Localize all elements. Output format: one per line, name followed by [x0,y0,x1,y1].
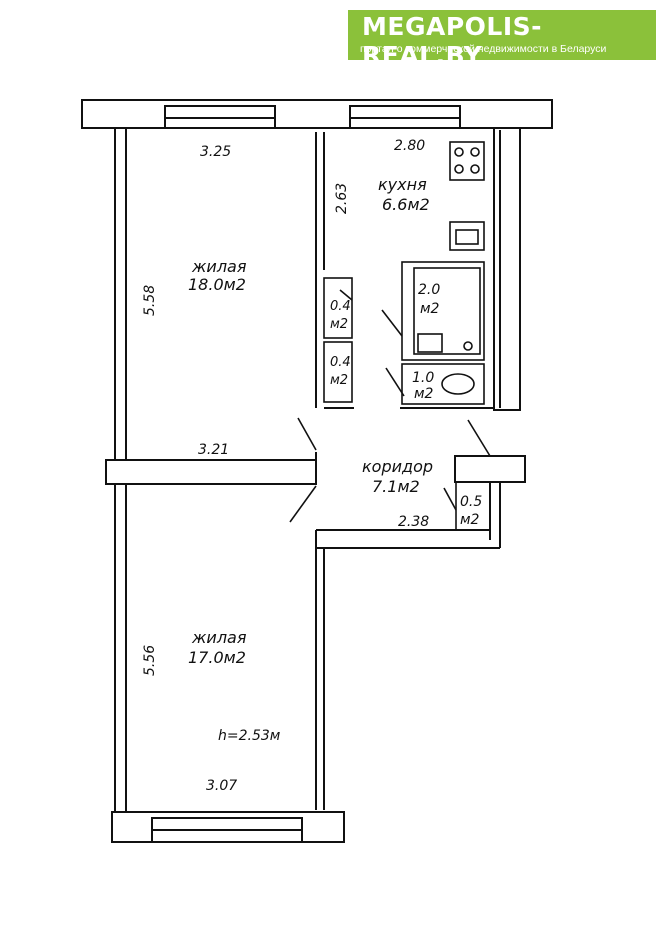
right-exterior-wall [493,127,521,411]
dim-top-room-height: 5.58 [142,285,158,316]
closet-2-value: 0.4 [330,355,351,370]
corridor-wall-right [454,455,526,548]
living-bottom-name: жилая [191,628,247,647]
left-exterior-wall [114,128,127,815]
middle-wall [105,452,317,485]
kitchen-fixtures [449,141,485,251]
dim-bottom-room-width: 3.07 [206,778,237,794]
wc [385,363,485,405]
ceiling-height: h=2.53м [218,728,281,744]
closets [323,277,353,403]
kitchen-area: 6.6м2 [382,195,430,214]
corridor-bottom-wall [315,529,500,810]
corridor-closet [443,482,457,530]
kitchen-name: кухня [378,175,427,194]
closet-1-unit: м2 [330,317,348,332]
bathroom [381,261,485,361]
dim-top-room-width: 3.25 [200,144,231,160]
closet-2-unit: м2 [330,373,348,388]
site-tagline: портал о коммерческой недвижимости в Бел… [360,43,607,55]
corridor-area: 7.1м2 [372,477,420,496]
partition-wall [315,132,325,408]
site-brand: MEGAPOLIS-REAL.BY [362,12,543,70]
site-banner[interactable]: MEGAPOLIS-REAL.BY портал о коммерческой … [348,10,656,70]
dim-corridor-width: 2.38 [398,514,429,530]
bath-value: 2.0 [418,282,440,298]
wc-value: 1.0 [412,370,434,386]
wc-unit: м2 [414,386,434,402]
corridor-name: коридор [362,457,433,476]
living-top-area: 18.0м2 [188,275,246,294]
living-top-name: жилая [191,257,247,276]
dim-bottom-room-height: 5.56 [142,645,158,676]
bath-unit: м2 [420,301,440,317]
closet-3-value: 0.5 [460,494,482,510]
closet-1-value: 0.4 [330,299,351,314]
dim-kitchen-width: 2.80 [394,138,425,154]
door-swings [289,417,491,523]
living-bottom-area: 17.0м2 [188,648,246,667]
dim-kitchen-height: 2.63 [334,183,350,214]
closet-3-unit: м2 [460,512,480,528]
top-exterior-wall [81,99,553,129]
bottom-exterior-wall [111,811,345,843]
dim-top-room-bottom: 3.21 [198,442,229,458]
